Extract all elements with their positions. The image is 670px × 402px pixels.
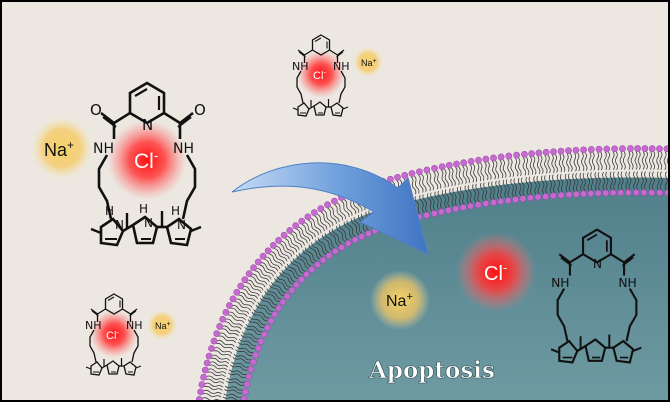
pyrrole-h-1: H xyxy=(105,204,114,218)
apoptosis-label: Apoptosis xyxy=(368,357,495,384)
chloride-label-top: Cl- xyxy=(313,68,326,82)
chloride-label-bottom: Cl- xyxy=(106,328,119,342)
sodium-label-top: Na+ xyxy=(361,58,377,68)
chloride-glow-cell xyxy=(456,232,536,312)
sodium-glow-top xyxy=(353,47,383,77)
cell-interior xyxy=(225,177,670,402)
chloride-label-cell: Cl- xyxy=(484,260,507,285)
amide-nh-left: NH xyxy=(93,141,114,157)
macrocycle-icon: NH NH xyxy=(292,34,350,117)
pyrrole-h-2: H xyxy=(139,202,148,216)
sodium-label-bottom: Na+ xyxy=(155,321,171,331)
amide-nh-left: NH xyxy=(292,60,309,73)
pyrrole-n-3: N xyxy=(177,218,186,232)
sodium-label-large: Na+ xyxy=(44,138,74,160)
sodium-glow-cell xyxy=(370,270,430,330)
amide-nh-left: NH xyxy=(85,319,102,332)
pyrrole-h-3: H xyxy=(171,204,180,218)
pyridine-nitrogen: N xyxy=(593,257,602,271)
amide-nh-right: NH xyxy=(173,141,194,157)
macrocycle-icon: O O N NH NH H N H N H N xyxy=(89,81,206,247)
chloride-glow-large xyxy=(107,120,187,200)
macrocycle-icon: NH NH N xyxy=(550,228,643,364)
amide-nh-right: NH xyxy=(618,276,636,290)
amide-nh-left: NH xyxy=(551,276,569,290)
sodium-label-cell: Na+ xyxy=(386,291,413,310)
sodium-glow-large xyxy=(31,117,93,179)
chloride-label-large: Cl- xyxy=(134,148,158,173)
amide-nh-right: NH xyxy=(333,60,350,73)
amide-oxygen-left: O xyxy=(90,101,102,119)
macrocycle-icon: NH NH xyxy=(85,293,143,376)
pyrrole-n-1: N xyxy=(115,218,124,232)
curved-arrow-icon xyxy=(231,162,429,255)
pyridine-nitrogen: N xyxy=(142,116,153,134)
chloride-glow-top xyxy=(297,50,345,98)
amide-nh-right: NH xyxy=(126,319,143,332)
sodium-glow-bottom xyxy=(147,310,177,340)
chloride-glow-bottom xyxy=(90,310,138,358)
amide-oxygen-right: O xyxy=(194,101,206,119)
pyrrole-n-2: N xyxy=(144,216,153,230)
